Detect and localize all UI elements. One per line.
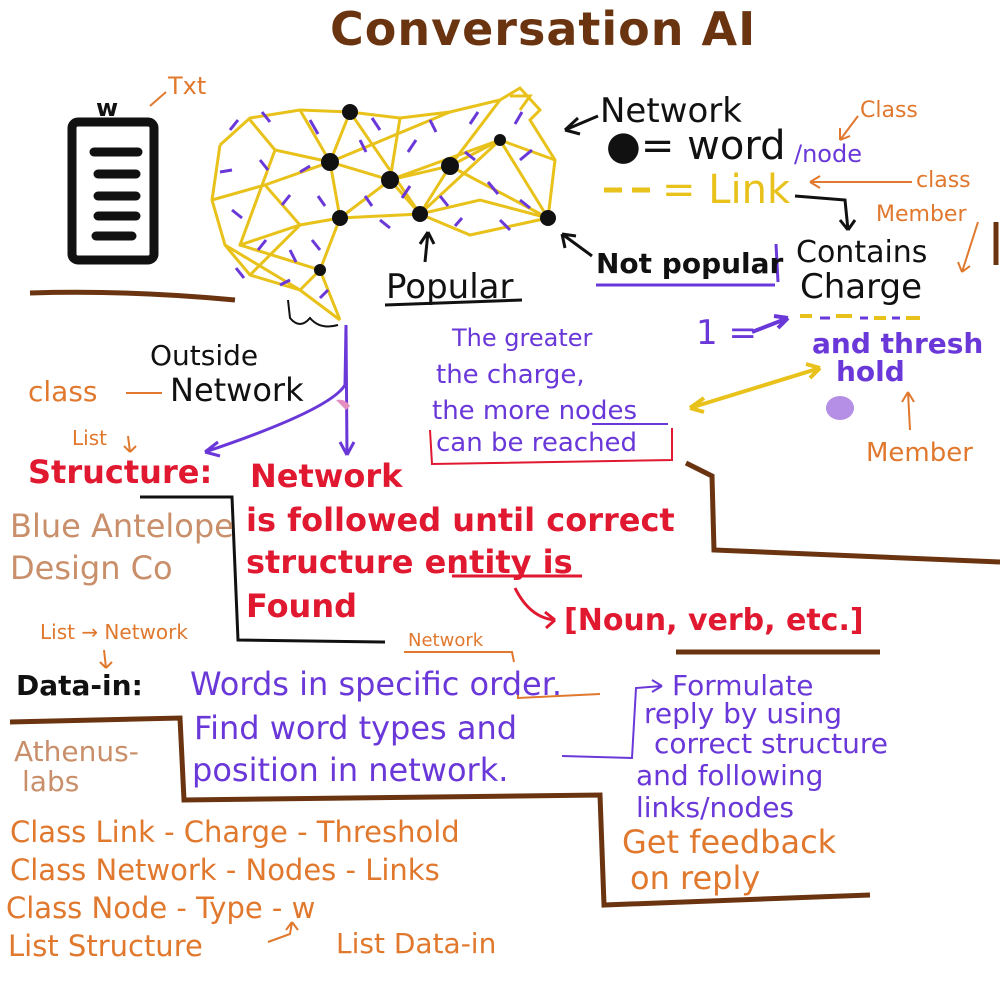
divider-data-section <box>9 715 871 908</box>
contains-label: Contains <box>796 235 928 270</box>
structure-frame <box>140 495 386 644</box>
charge-note-box <box>429 428 673 466</box>
company2-line2: labs <box>22 765 80 798</box>
entity-arrow <box>513 587 556 630</box>
structure-line4: Found <box>246 587 358 625</box>
txt-pointer <box>149 91 167 107</box>
charge-note-line4: can be reached <box>436 428 638 458</box>
data-in-order: order. <box>469 665 563 703</box>
reply-line4: and following <box>636 759 824 792</box>
hold-label: hold <box>836 355 905 388</box>
class-def-link: Class Link - Charge - Threshold <box>10 815 460 849</box>
data-in-pointer <box>99 649 113 669</box>
class-outside-label: class <box>28 375 98 408</box>
list-structure-pointer <box>267 921 299 943</box>
member-pointer-top <box>957 221 979 273</box>
txt-label: Txt <box>168 72 207 100</box>
one-eq-label: 1 = <box>696 313 757 353</box>
structure-types: [Noun, verb, etc.] <box>564 603 864 638</box>
link-legend: = Link <box>662 167 791 213</box>
class-pointer-link <box>809 175 912 189</box>
page-title: Conversation AI <box>330 2 757 56</box>
data-in-bracket <box>561 679 663 760</box>
data-in-line2: Find word types and <box>194 709 518 747</box>
class-def-network: Class Network - Nodes - Links <box>10 853 440 887</box>
company2-line1: Athenus- <box>14 735 139 768</box>
reply-line5: links/nodes <box>636 791 795 824</box>
structure-label: Structure: <box>28 453 213 491</box>
not-popular-arrow <box>560 232 593 258</box>
data-in-network-label: Network <box>408 630 484 651</box>
member-label-top: Member <box>876 202 967 227</box>
charge-note-line1: The greater <box>452 324 593 352</box>
word-legend: ●= word <box>606 126 785 166</box>
member-label-bottom: Member <box>866 438 973 468</box>
structure-line3-post: is <box>542 543 573 581</box>
list-label: List <box>72 426 107 450</box>
class-def-node: Class Node - Type - w <box>6 891 316 925</box>
network-label: Network <box>600 91 742 131</box>
charge-dashes <box>800 314 920 320</box>
structure-line1: Network <box>250 457 403 495</box>
order-box <box>517 672 601 700</box>
charge-double-arrow <box>688 362 822 414</box>
node-dot-icon: ● <box>606 123 641 169</box>
network-arrow <box>563 114 599 136</box>
company1-line2: Design Co <box>10 549 173 587</box>
structure-line3-pre: structure <box>246 543 414 581</box>
data-in-line1-pre: Words in specific <box>190 665 460 703</box>
class-label-link: class <box>916 168 971 193</box>
reply-line2: reply by using <box>644 697 843 730</box>
node-suffix: /node <box>794 140 862 168</box>
charge-note-line2: the charge, <box>436 360 585 390</box>
network-to-class-arrow <box>204 324 348 458</box>
list-structure: List Structure <box>8 929 203 963</box>
class-pointer-top <box>839 115 859 141</box>
one-eq-arrow <box>751 314 790 334</box>
list-network-label: List → Network <box>40 620 188 644</box>
popular-underline <box>384 298 523 307</box>
company1-line1: Blue Antelope <box>10 507 234 545</box>
outside-squiggle <box>287 299 339 328</box>
data-in-line1: Words in specific order. <box>190 668 562 700</box>
divider-right-frame <box>684 460 1000 565</box>
word-legend-text: = word <box>640 123 786 169</box>
data-in-label: Data-in: <box>16 669 143 702</box>
doc-icon-letter: w <box>96 94 119 122</box>
list-data-in: List Data-in <box>336 927 497 960</box>
network-links <box>219 111 533 300</box>
network-nodes <box>314 104 556 276</box>
structure-line2: is followed until correct <box>246 501 675 539</box>
charge-note-line3-pre: the more <box>432 396 551 426</box>
class-label-top: Class <box>860 98 918 123</box>
angle-mark <box>336 399 350 410</box>
charge-label: Charge <box>800 267 923 307</box>
not-popular-bracket <box>774 243 780 283</box>
reply-line3: correct structure <box>654 727 889 760</box>
member-pointer-bottom <box>901 391 915 431</box>
network-label-bracket <box>404 651 515 663</box>
feedback-line1: Get feedback <box>622 823 837 861</box>
outside-label-2: Network <box>170 371 304 409</box>
structure-entity: entity <box>424 543 532 581</box>
document-icon <box>67 117 159 265</box>
outside-label-1: Outside <box>150 339 259 372</box>
list-pointer <box>123 435 137 453</box>
charge-note-line3: the more nodes <box>432 398 637 424</box>
charge-note-nodes: nodes <box>558 396 637 426</box>
and-thresh-label: and thresh <box>812 327 984 360</box>
network-to-structure-arrow <box>338 324 356 456</box>
data-in-line3: position in network. <box>192 751 509 789</box>
popular-label: Popular <box>386 267 514 307</box>
feedback-line2: on reply <box>630 859 761 897</box>
popular-arrow <box>418 231 436 263</box>
link-contains-arrow <box>794 194 857 231</box>
structure-line3: structure entity is <box>246 546 573 578</box>
purple-blob <box>826 396 854 420</box>
divider-top-left <box>29 289 236 303</box>
reply-line1: Formulate <box>672 669 814 702</box>
not-popular-label: Not popular <box>596 247 784 280</box>
